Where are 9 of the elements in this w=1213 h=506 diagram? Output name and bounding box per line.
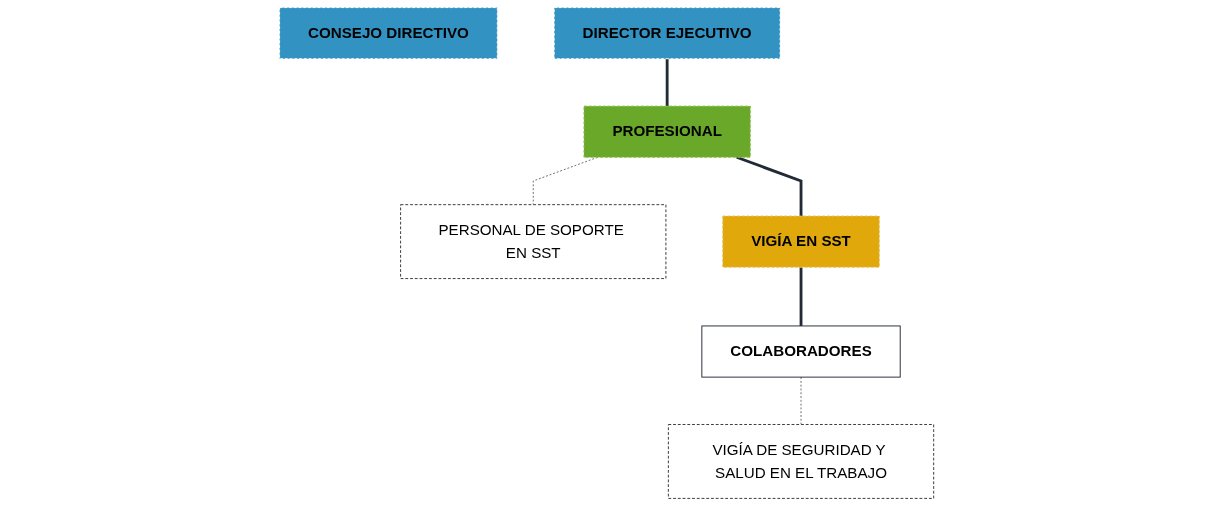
connector [665,58,669,107]
node-box: DIRECTOR EJECUTIVO [553,7,781,60]
node-box: VIGÍA EN SST [722,215,880,268]
node-box: PROFESIONAL [583,105,751,158]
node-box: PERSONAL DE SOPORTE EN SST [400,204,667,280]
node-box: VIGÍA DE SEGURIDAD Y SALUD EN EL TRABAJO [667,424,934,499]
node-box: CONSEJO DIRECTIVO [278,7,498,60]
connector [799,267,803,326]
node-box: COLABORADORES [701,325,901,378]
